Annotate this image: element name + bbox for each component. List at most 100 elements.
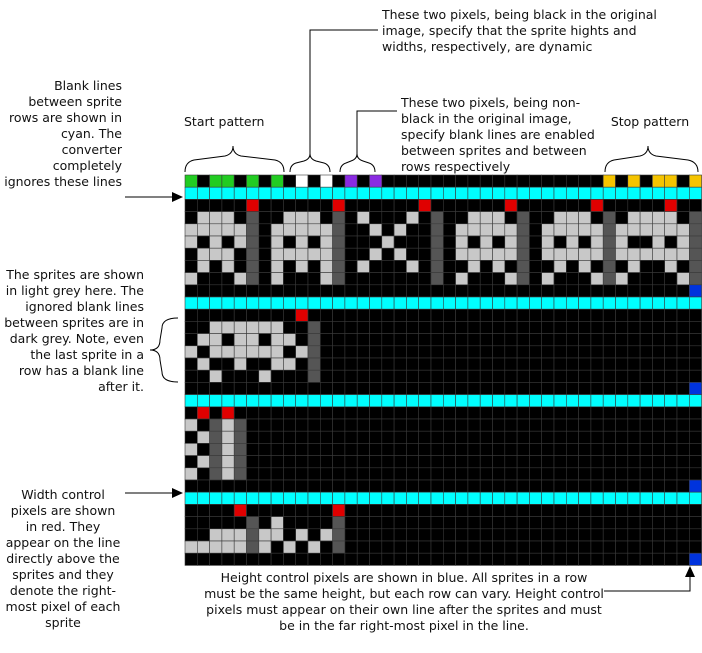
black-pixel (479, 406, 493, 420)
cyan-pixel (381, 186, 395, 200)
black-pixel (246, 479, 260, 493)
black-pixel (197, 382, 210, 395)
black-pixel (529, 357, 543, 371)
black-pixel (529, 479, 543, 493)
black-pixel (688, 516, 702, 530)
black-pixel (319, 284, 333, 298)
black-pixel (652, 357, 666, 371)
black-pixel (492, 455, 506, 469)
black-pixel (418, 174, 432, 188)
black-pixel (369, 308, 383, 322)
black-pixel (406, 333, 419, 347)
light-grey-pixel (627, 211, 641, 225)
black-pixel (467, 345, 481, 359)
light-grey-pixel (270, 223, 284, 237)
cyan-pixel (209, 491, 223, 505)
black-pixel (381, 504, 395, 517)
dark-grey-pixel (246, 247, 260, 261)
height-leader-line (604, 575, 691, 592)
black-pixel (319, 333, 333, 347)
black-pixel (590, 369, 604, 383)
black-pixel (369, 552, 383, 566)
dark-grey-pixel (246, 272, 260, 286)
black-pixel (246, 418, 260, 432)
black-pixel (221, 516, 235, 530)
black-pixel (516, 455, 530, 469)
black-pixel (578, 357, 592, 371)
black-pixel (381, 199, 395, 212)
black-pixel (369, 479, 383, 493)
dark-grey-pixel (332, 540, 346, 554)
black-pixel (283, 382, 296, 395)
black-pixel (602, 540, 616, 554)
black-pixel (307, 382, 321, 395)
black-pixel (688, 357, 702, 371)
black-pixel (418, 308, 432, 322)
black-pixel (393, 552, 407, 566)
black-pixel (467, 418, 481, 432)
black-pixel (553, 284, 567, 298)
light-grey-pixel (209, 528, 223, 542)
light-grey-pixel (627, 247, 641, 261)
black-pixel (578, 406, 592, 420)
black-pixel (344, 247, 358, 261)
black-pixel (221, 504, 235, 517)
black-pixel (529, 345, 543, 359)
black-pixel (381, 516, 395, 530)
black-pixel (270, 430, 284, 444)
black-pixel (676, 284, 690, 298)
black-pixel (406, 430, 419, 444)
black-pixel (590, 284, 604, 298)
black-pixel (221, 333, 235, 347)
black-pixel (590, 516, 604, 530)
cyan-pixel (504, 394, 518, 408)
black-pixel (455, 504, 469, 517)
black-pixel (209, 260, 223, 273)
black-pixel (504, 211, 518, 225)
light-grey-pixel (467, 211, 481, 225)
black-pixel (184, 308, 198, 322)
black-pixel (197, 552, 210, 566)
black-pixel (221, 357, 235, 371)
black-pixel (541, 345, 555, 359)
black-pixel (529, 540, 543, 554)
cyan-pixel (602, 491, 616, 505)
cyan-pixel (283, 394, 296, 408)
black-pixel (258, 479, 272, 493)
black-pixel (627, 284, 641, 298)
black-pixel (197, 345, 210, 359)
black-pixel (295, 357, 309, 371)
light-grey-pixel (664, 260, 678, 273)
black-pixel (590, 333, 604, 347)
black-pixel (455, 540, 469, 554)
black-pixel (295, 333, 309, 347)
cyan-pixel (393, 186, 407, 200)
black-pixel (664, 357, 678, 371)
black-pixel (295, 199, 309, 212)
black-pixel (529, 174, 543, 188)
blue-pixel (688, 552, 702, 566)
black-pixel (344, 430, 358, 444)
black-pixel (369, 199, 383, 212)
black-pixel (393, 455, 407, 469)
black-pixel (442, 479, 456, 493)
black-pixel (578, 382, 592, 395)
black-pixel (664, 528, 678, 542)
black-pixel (504, 540, 518, 554)
stop-pattern-label: Stop pattern (610, 114, 690, 129)
light-grey-pixel (209, 321, 223, 334)
black-pixel (553, 406, 567, 420)
dark-grey-pixel (688, 260, 702, 273)
black-pixel (565, 333, 579, 347)
black-pixel (344, 418, 358, 432)
black-pixel (676, 504, 690, 517)
light-grey-pixel (553, 247, 567, 261)
black-pixel (344, 345, 358, 359)
cyan-pixel (233, 394, 247, 408)
red-pixel (295, 308, 309, 322)
cyan-pixel (307, 186, 321, 200)
black-pixel (676, 357, 690, 371)
black-pixel (295, 443, 309, 456)
black-pixel (479, 174, 493, 188)
black-pixel (356, 357, 370, 371)
